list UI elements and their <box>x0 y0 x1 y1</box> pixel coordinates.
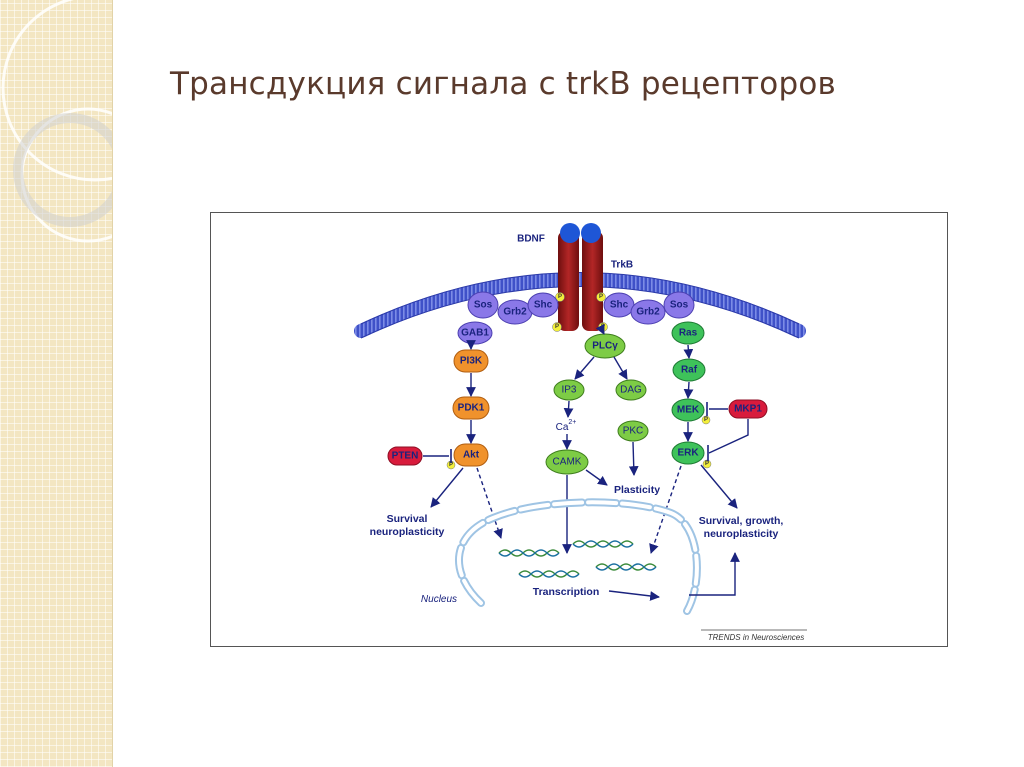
svg-text:CAMK: CAMK <box>553 457 582 468</box>
svg-text:PTEN: PTEN <box>392 451 419 462</box>
node-sos-left: Sos <box>467 291 499 319</box>
node-pdk1: PDK1 <box>452 396 490 420</box>
svg-text:DAG: DAG <box>620 385 642 396</box>
svg-text:P: P <box>601 324 605 330</box>
svg-text:PLCγ: PLCγ <box>592 341 618 352</box>
pathway-figure: BDNF TrkB P P P P Sos Grb2 Shc GAB1 Shc … <box>210 212 948 647</box>
svg-text:Raf: Raf <box>681 365 698 376</box>
calcium-label: Ca2+ <box>556 419 577 433</box>
svg-text:PDK1: PDK1 <box>458 403 485 414</box>
node-grb2-left: Grb2 <box>497 299 533 325</box>
node-dag: DAG <box>615 379 647 401</box>
node-pi3k: PI3K <box>453 349 489 373</box>
svg-text:Akt: Akt <box>463 450 480 461</box>
page-title: Трансдукция сигнала с trkB рецепторов <box>170 66 836 102</box>
node-shc-right: Shc <box>603 292 635 318</box>
svg-text:P: P <box>449 462 453 468</box>
svg-text:P: P <box>555 324 559 330</box>
transcription-label: Transcription <box>533 586 600 598</box>
nucleus-label: Nucleus <box>421 594 457 605</box>
node-ip3: IP3 <box>553 379 585 401</box>
svg-text:ERK: ERK <box>677 448 699 459</box>
dna-strands <box>498 540 657 578</box>
node-pten: PTEN <box>387 446 423 466</box>
node-akt: Akt <box>453 443 489 467</box>
node-erk: ERK <box>671 441 705 465</box>
trkb-signaling-diagram: BDNF TrkB P P P P Sos Grb2 Shc GAB1 Shc … <box>354 223 807 642</box>
svg-text:P: P <box>704 417 708 423</box>
decorative-rings <box>1 0 112 243</box>
cell-membrane <box>354 272 806 338</box>
node-gab1: GAB1 <box>457 321 493 345</box>
svg-text:IP3: IP3 <box>561 385 576 396</box>
svg-text:P: P <box>599 294 603 300</box>
outcome-neuroplasticity-right: neuroplasticity <box>704 528 779 540</box>
svg-text:Shc: Shc <box>534 300 553 311</box>
trkb-label: TrkB <box>611 260 633 271</box>
svg-text:Ras: Ras <box>679 328 698 339</box>
node-plc-gamma: PLCγ <box>584 333 626 359</box>
node-grb2-right: Grb2 <box>630 299 666 325</box>
trkb-receptor <box>558 231 603 331</box>
svg-text:PKC: PKC <box>623 426 644 437</box>
outcome-survival-left: Survival <box>387 513 428 525</box>
svg-text:Grb2: Grb2 <box>503 307 527 318</box>
node-ras: Ras <box>671 321 705 345</box>
bdnf-ligand <box>560 223 580 243</box>
bdnf-ligand <box>581 223 601 243</box>
outcome-neuroplasticity-left: neuroplasticity <box>370 526 445 538</box>
svg-text:P: P <box>558 294 562 300</box>
outcome-plasticity: Plasticity <box>614 484 660 496</box>
node-pkc: PKC <box>617 420 649 442</box>
svg-text:MEK: MEK <box>677 405 700 416</box>
svg-text:GAB1: GAB1 <box>461 328 489 339</box>
node-shc-left: Shc <box>527 292 559 318</box>
svg-text:Sos: Sos <box>670 300 689 311</box>
node-camk: CAMK <box>545 449 589 475</box>
svg-text:PI3K: PI3K <box>460 356 483 367</box>
nucleus-envelope <box>455 498 701 615</box>
svg-text:MKP1: MKP1 <box>734 404 762 415</box>
node-mkp1: MKP1 <box>728 399 768 419</box>
decorative-side-band <box>0 0 113 767</box>
bdnf-label: BDNF <box>517 234 545 245</box>
outcome-survival-growth: Survival, growth, <box>699 515 784 527</box>
svg-text:Shc: Shc <box>610 300 629 311</box>
svg-text:Grb2: Grb2 <box>636 307 660 318</box>
node-raf: Raf <box>672 358 706 382</box>
svg-text:Sos: Sos <box>474 300 493 311</box>
svg-text:P: P <box>705 461 709 467</box>
node-sos-right: Sos <box>663 291 695 319</box>
node-mek: MEK <box>671 398 705 422</box>
figure-credit: TRENDS in Neurosciences <box>708 633 804 642</box>
